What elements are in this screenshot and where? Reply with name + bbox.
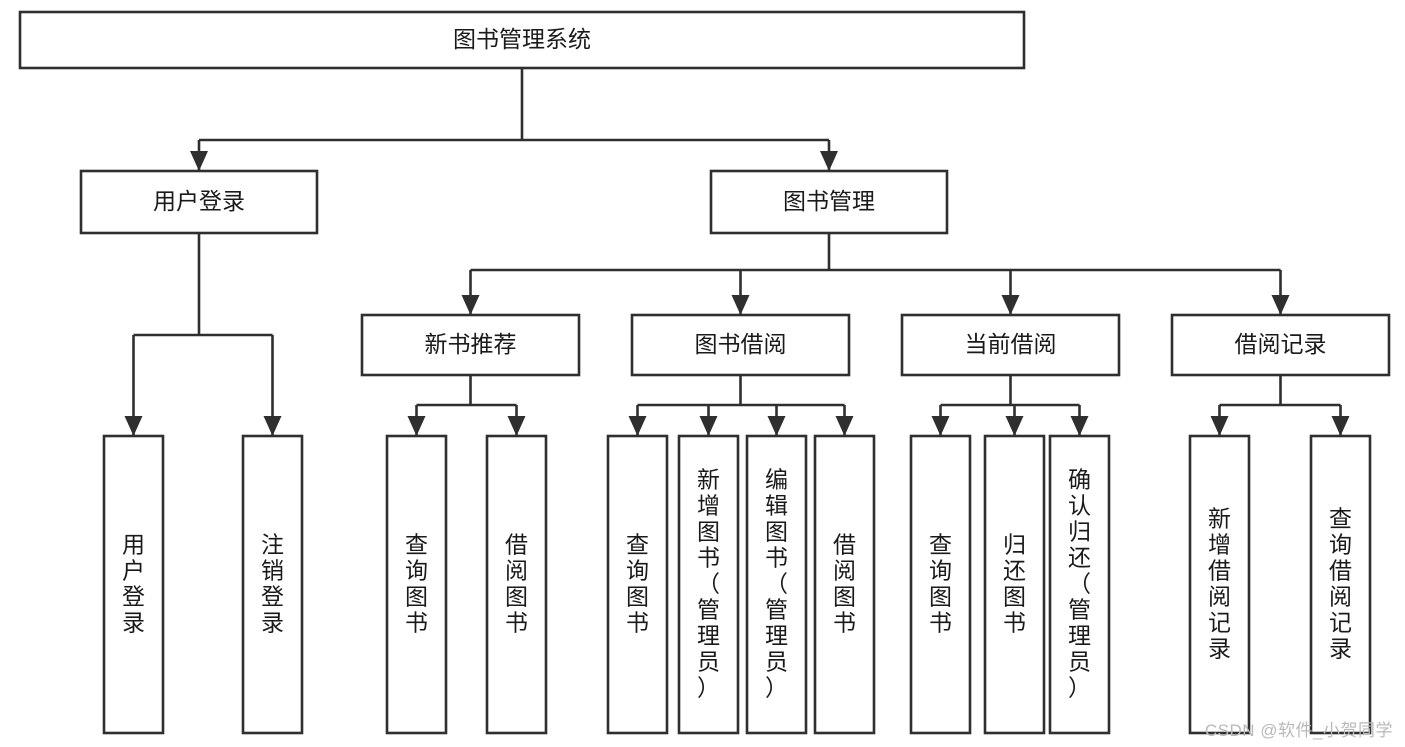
node-borrow-query-book[interactable]: 查询图书 xyxy=(606,434,669,735)
node-current-borrow[interactable]: 当前借阅 xyxy=(900,313,1121,377)
node-box-borrow-edit-book xyxy=(745,434,808,735)
node-label-user-login: 用户登录 xyxy=(153,188,245,214)
arrow-head-icon xyxy=(1005,416,1024,436)
node-label-book-management: 图书管理 xyxy=(783,188,875,214)
node-box-add-borrow-record xyxy=(1188,434,1251,735)
node-recommend-query-book[interactable]: 查询图书 xyxy=(385,434,448,735)
arrow-head-icon xyxy=(1001,295,1020,315)
arrow-head-icon xyxy=(1210,416,1229,436)
node-box-current-borrow xyxy=(900,313,1121,377)
node-label-borrow-add-book: 新增图书（管理员） xyxy=(697,467,720,701)
arrow-head-icon xyxy=(507,416,526,436)
node-label-user-logout-leaf: 注销登录 xyxy=(261,532,284,636)
node-box-user-login xyxy=(79,169,319,235)
node-box-borrow-records xyxy=(1170,313,1391,377)
node-user-logout-leaf[interactable]: 注销登录 xyxy=(241,434,304,735)
node-layer: 图书管理系统用户登录用户登录注销登录图书管理新书推荐查询图书借阅图书图书借阅查询… xyxy=(18,10,1391,735)
node-user-login-leaf[interactable]: 用户登录 xyxy=(102,434,165,735)
node-label-user-login-leaf: 用户登录 xyxy=(122,532,145,636)
node-box-borrow-query-book xyxy=(606,434,669,735)
node-label-borrow-edit-book: 编辑图书（管理员） xyxy=(765,467,788,701)
node-recommend-borrow-book[interactable]: 借阅图书 xyxy=(485,434,548,735)
node-label-current-return-book: 归还图书 xyxy=(1003,532,1026,636)
node-box-recommend-query-book xyxy=(385,434,448,735)
arrow-head-icon xyxy=(1070,416,1089,436)
arrow-head-icon xyxy=(461,295,480,315)
arrow-head-icon xyxy=(124,416,143,436)
node-box-recommend-borrow-book xyxy=(485,434,548,735)
arrow-head-icon xyxy=(699,416,718,436)
node-box-book-management xyxy=(709,169,949,235)
node-box-user-logout-leaf xyxy=(241,434,304,735)
arrow-head-icon xyxy=(731,295,750,315)
node-borrow-borrow-book[interactable]: 借阅图书 xyxy=(813,434,876,735)
node-box-user-login-leaf xyxy=(102,434,165,735)
node-borrow-records[interactable]: 借阅记录 xyxy=(1170,313,1391,377)
arrow-head-icon xyxy=(931,416,950,436)
node-label-add-borrow-record: 新增借阅记录 xyxy=(1208,506,1231,662)
node-box-current-return-book xyxy=(983,434,1046,735)
arrow-head-icon xyxy=(835,416,854,436)
arrow-head-icon xyxy=(190,151,208,171)
node-label-current-query-book: 查询图书 xyxy=(929,532,952,636)
node-current-return-book[interactable]: 归还图书 xyxy=(983,434,1046,735)
node-box-book-borrow xyxy=(630,313,851,377)
node-label-borrow-borrow-book: 借阅图书 xyxy=(833,532,856,636)
node-box-borrow-add-book xyxy=(677,434,740,735)
node-query-borrow-record[interactable]: 查询借阅记录 xyxy=(1309,434,1372,735)
node-label-current-borrow: 当前借阅 xyxy=(965,331,1057,357)
arrow-head-icon xyxy=(820,151,838,171)
node-current-confirm-return[interactable]: 确认归还（管理员） xyxy=(1048,434,1111,735)
node-current-query-book[interactable]: 查询图书 xyxy=(909,434,972,735)
arrow-head-icon xyxy=(1271,295,1290,315)
node-label-root: 图书管理系统 xyxy=(453,26,591,52)
arrow-head-icon xyxy=(263,416,282,436)
arrow-head-icon xyxy=(1331,416,1350,436)
node-box-borrow-borrow-book xyxy=(813,434,876,735)
node-label-current-confirm-return: 确认归还（管理员） xyxy=(1068,467,1091,701)
node-new-book-recommend[interactable]: 新书推荐 xyxy=(360,313,581,377)
arrow-head-icon xyxy=(767,416,786,436)
node-box-new-book-recommend xyxy=(360,313,581,377)
node-borrow-add-book[interactable]: 新增图书（管理员） xyxy=(677,434,740,735)
node-book-management[interactable]: 图书管理 xyxy=(709,169,949,235)
node-root[interactable]: 图书管理系统 xyxy=(18,10,1026,70)
node-box-current-query-book xyxy=(909,434,972,735)
node-user-login[interactable]: 用户登录 xyxy=(79,169,319,235)
node-label-recommend-query-book: 查询图书 xyxy=(405,532,428,636)
node-book-borrow[interactable]: 图书借阅 xyxy=(630,313,851,377)
node-label-new-book-recommend: 新书推荐 xyxy=(425,331,517,357)
edge-layer xyxy=(124,68,1350,436)
node-add-borrow-record[interactable]: 新增借阅记录 xyxy=(1188,434,1251,735)
node-label-borrow-records: 借阅记录 xyxy=(1235,331,1327,357)
node-label-recommend-borrow-book: 借阅图书 xyxy=(505,532,528,636)
arrow-head-icon xyxy=(407,416,426,436)
node-box-current-confirm-return xyxy=(1048,434,1111,735)
node-label-query-borrow-record: 查询借阅记录 xyxy=(1329,506,1352,662)
arrow-head-icon xyxy=(628,416,647,436)
node-label-borrow-query-book: 查询图书 xyxy=(626,532,649,636)
node-borrow-edit-book[interactable]: 编辑图书（管理员） xyxy=(745,434,808,735)
node-box-root xyxy=(18,10,1026,70)
node-label-book-borrow: 图书借阅 xyxy=(695,331,787,357)
watermark-text: CSDN @软件_小贺同学 xyxy=(1204,721,1393,740)
node-box-query-borrow-record xyxy=(1309,434,1372,735)
